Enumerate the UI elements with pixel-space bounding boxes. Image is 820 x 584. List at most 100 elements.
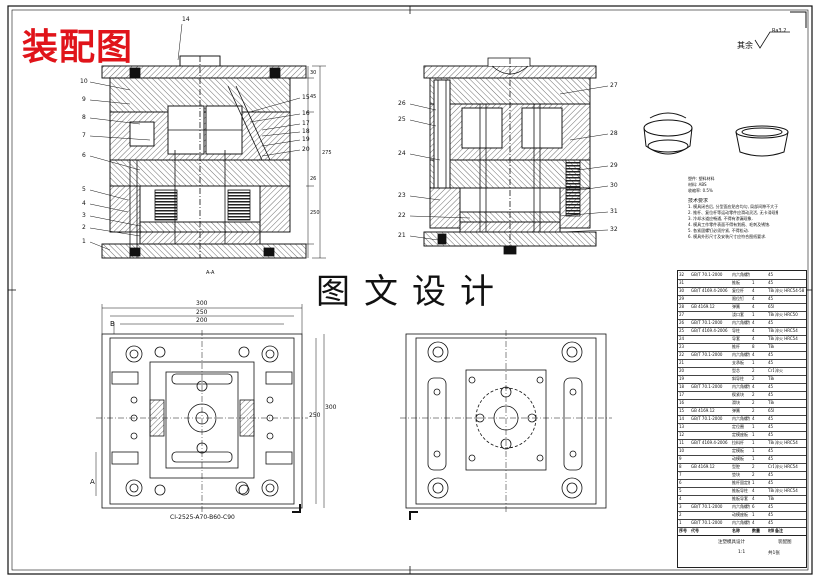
callout-15: 15 — [302, 94, 310, 101]
bom-cell: 27 — [679, 312, 685, 317]
bom-cell: 24 — [679, 336, 685, 341]
bom-cell: 45 — [768, 384, 774, 389]
bom-cell: 29 — [679, 296, 685, 301]
callout-6: 6 — [82, 152, 86, 159]
bom-cell: 推杆固定板 — [732, 480, 750, 485]
bom-cell: 2 — [679, 512, 682, 517]
bom-cell: 复位杆 — [732, 288, 744, 293]
bom-cell: T8A — [768, 488, 774, 493]
callout-2: 2 — [82, 224, 86, 231]
section-caption: A-A — [206, 270, 215, 276]
callout-9: 9 — [82, 96, 86, 103]
bom-cell: 1 — [752, 432, 755, 437]
bom-cell: 1 — [752, 424, 755, 429]
callout-5: 5 — [82, 186, 86, 193]
bom-cell: 浇口套 — [732, 312, 744, 317]
callout-18: 18 — [302, 128, 310, 135]
bom-cell: 21 — [679, 360, 685, 365]
title-block-drawing: 装配图 — [778, 540, 792, 545]
sheet-title: 装配图 — [22, 26, 134, 68]
bom-cell: 45 — [768, 432, 774, 437]
bom-cell: 3 — [679, 504, 682, 509]
bom-cell: 14 — [679, 416, 685, 421]
roughness-label: 其余 — [737, 41, 753, 50]
bom-cell: 45 — [768, 360, 774, 365]
bom-cell: 动模座板 — [732, 512, 748, 517]
bom-cell: T8A — [768, 344, 774, 349]
bom-cell: 拉料杆 — [732, 440, 744, 445]
title-block-name: 注塑模具设计 — [718, 540, 745, 545]
callout-27: 27 — [610, 82, 618, 89]
bom-cell: T8A — [768, 328, 774, 333]
callout-21: 21 — [398, 232, 406, 239]
corner-mark — [790, 11, 807, 28]
bom-cell: 内六角螺钉 — [732, 272, 750, 277]
bom-cell: 备注 — [775, 528, 783, 533]
bom-cell: 代号 — [691, 528, 699, 533]
center-banner: 图文设计 — [316, 272, 508, 312]
bom-cell: 1 — [752, 280, 755, 285]
callout-17: 17 — [302, 120, 310, 127]
bom-cell: 65Mn — [768, 408, 774, 413]
callout-22: 22 — [398, 212, 406, 219]
bom-cell: 4 — [752, 352, 755, 357]
callout-28: 28 — [610, 130, 618, 137]
bom-cell: 淬火 — [775, 368, 783, 373]
bom-cell: 定位圈 — [732, 424, 744, 429]
bom-cell: 4 — [752, 296, 755, 301]
bom-cell: 序号 — [679, 528, 687, 533]
dim-26: 26 — [310, 176, 317, 182]
bom-cell: 45 — [768, 472, 774, 477]
bom-cell: 5 — [679, 488, 682, 493]
bom-cell: 垫块 — [732, 472, 740, 477]
bom-cell: 定模板 — [732, 448, 744, 453]
bom-cell: 17 — [679, 392, 685, 397]
dim-45: 45 — [310, 94, 317, 100]
bom-cell: 推杆 — [732, 344, 740, 349]
bom-cell: 1 — [752, 456, 755, 461]
bom-cell: 内六角螺钉 — [732, 384, 750, 389]
requirement-line: 4. 模具工作零件表面不得有划痕、毛刺及锈蚀. — [688, 222, 771, 227]
bom-cell: 32 — [679, 272, 685, 277]
bom-cell: 4 — [752, 488, 755, 493]
bom-cell: 4 — [752, 288, 755, 293]
bom-cell: 淬火 HRC54-58 — [775, 288, 805, 293]
bom-cell: 10 — [679, 448, 685, 453]
bom-cell: 弹簧 — [732, 408, 740, 413]
bom-cell: 内六角螺钉 — [732, 320, 750, 325]
bom-cell: 4 — [752, 384, 755, 389]
callout-26: 26 — [398, 100, 406, 107]
bom-cell: T8A — [768, 288, 774, 293]
bom-cell: 推板 — [732, 280, 740, 285]
bom-cell: 型芯 — [732, 368, 740, 373]
bom-cell: 淬火 HRC50 — [775, 312, 798, 317]
bom-cell: T8A — [768, 312, 774, 317]
bom-cell: GB/T 4169.4-2006 — [691, 328, 728, 333]
bom-cell: 4 — [752, 520, 755, 525]
bom-cell: GB/T 70.1-2000 — [691, 384, 723, 389]
bom-cell: 45 — [768, 296, 774, 301]
bom-cell: T8A — [768, 376, 774, 381]
bom-cell: 定模座板 — [732, 432, 748, 437]
bom-cell: 9 — [679, 456, 682, 461]
bom-cell: GB 4169.12 — [691, 304, 715, 309]
title-block-scale: 1:1 — [738, 550, 746, 555]
bom-cell: 6 — [752, 504, 755, 509]
section-view-left — [101, 55, 307, 259]
bom-cell: 45 — [768, 456, 774, 461]
bom-cell: GB/T 70.1-2000 — [691, 320, 723, 325]
requirement-line: 2. 推杆、复位杆等运动零件应滑动灵活, 无卡滞现象, 动作可靠. — [688, 210, 778, 215]
bom-cell: 淬火 HRC54 — [775, 336, 798, 341]
roughness-value: Ra3.2 — [772, 28, 787, 34]
bom-cell: Cr12 — [768, 464, 774, 469]
